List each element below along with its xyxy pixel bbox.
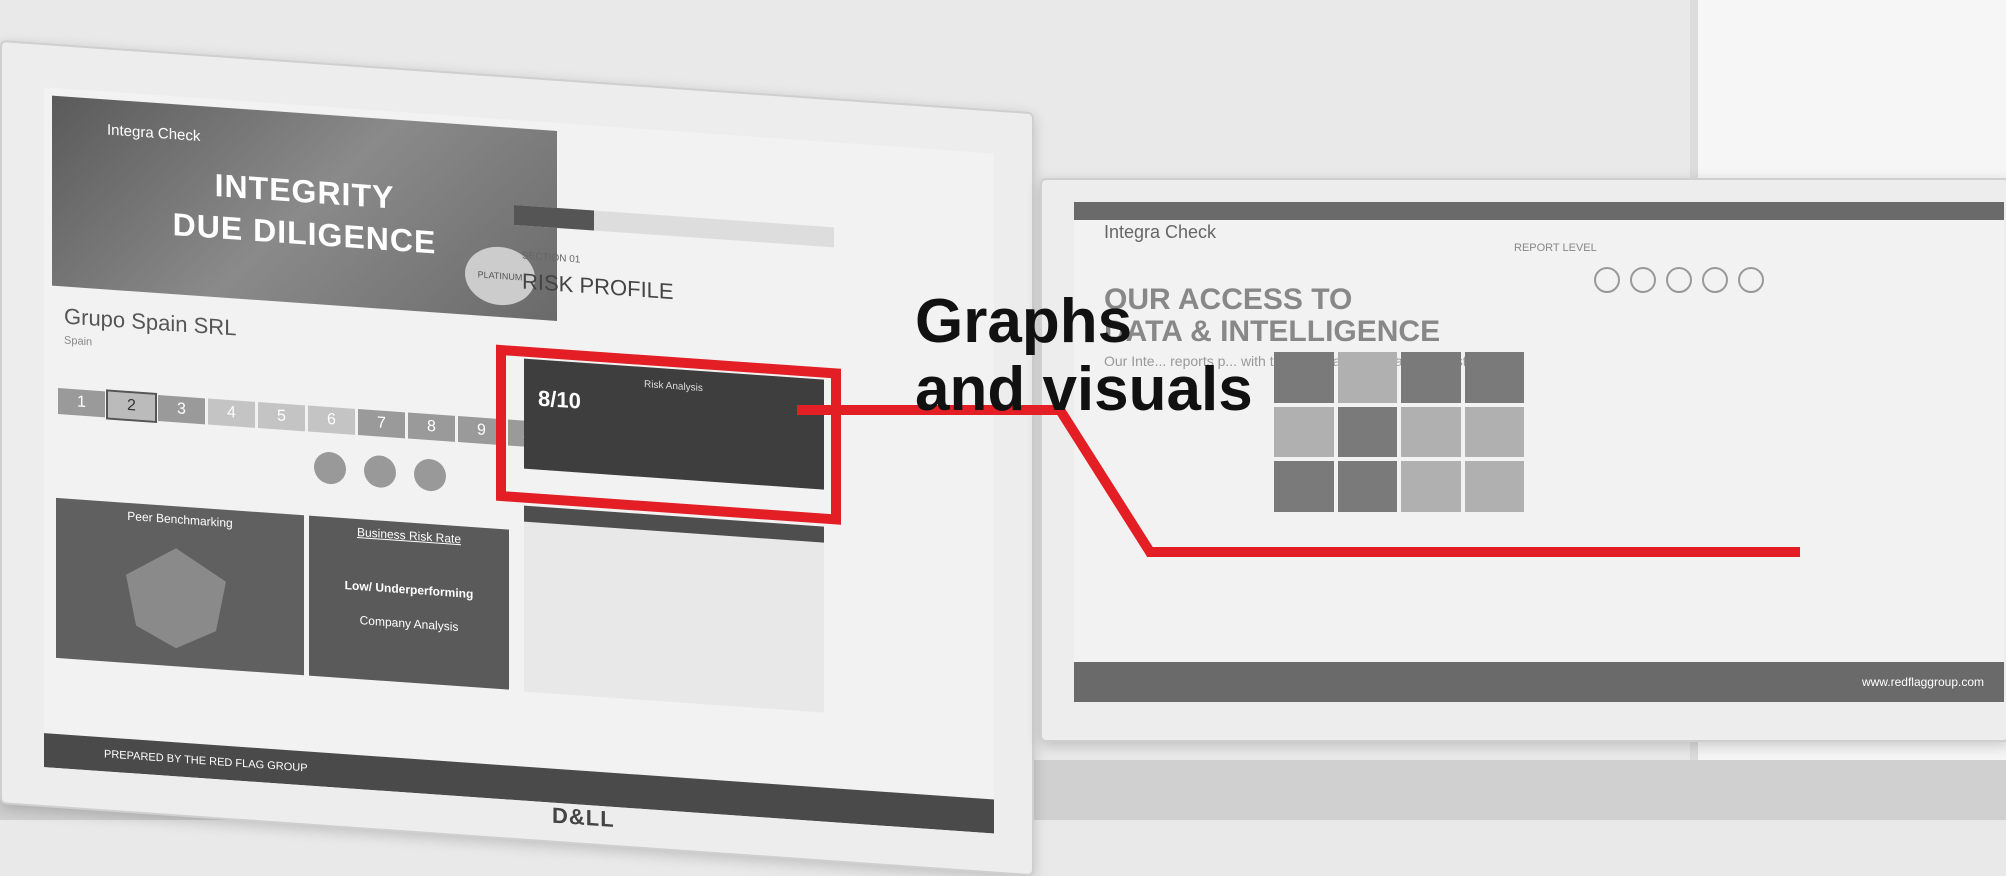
grid-tile [1401, 406, 1461, 458]
grid-tile [1401, 352, 1461, 403]
caption-line1: Graphs [915, 287, 1133, 356]
grid-tile [1464, 352, 1524, 403]
grid-tile [1274, 461, 1334, 512]
access-heading: OUR ACCESS TO DATA & INTELLIGENCE [1104, 284, 1440, 348]
grid-tile [1337, 461, 1397, 512]
level-dot [1738, 267, 1764, 293]
grid-tile [1337, 352, 1397, 403]
connector-path [797, 405, 1800, 557]
report-level-dots [1594, 267, 1764, 293]
service-grid [1274, 352, 1524, 512]
right-monitor: Integra Check OUR ACCESS TO DATA & INTEL… [1040, 178, 2006, 742]
caption-line2: and visuals [915, 355, 1253, 424]
access-heading-line2: DATA & INTELLIGENCE [1104, 315, 1441, 348]
grid-tile [1464, 461, 1524, 512]
level-dot [1666, 267, 1692, 293]
grid-tile [1401, 461, 1461, 512]
grid-tile [1464, 406, 1524, 458]
level-dot [1630, 267, 1656, 293]
report-level-label: REPORT LEVEL [1514, 242, 1597, 254]
red-connector-line [797, 405, 1800, 557]
grid-tile [1274, 352, 1334, 403]
grid-tile [1274, 406, 1334, 458]
grid-tile [1337, 406, 1397, 458]
integra-check-logo-right: Integra Check [1104, 222, 1217, 242]
caption-overlay: Graphs and visuals [915, 288, 1253, 424]
access-heading-line1: OUR ACCESS TO [1104, 283, 1353, 316]
top-bar [1074, 202, 2004, 220]
right-footer: www.redflaggroup.com [1074, 662, 2004, 702]
right-screen: Integra Check OUR ACCESS TO DATA & INTEL… [1074, 202, 2004, 702]
level-dot [1594, 267, 1620, 293]
level-dot [1702, 267, 1728, 293]
